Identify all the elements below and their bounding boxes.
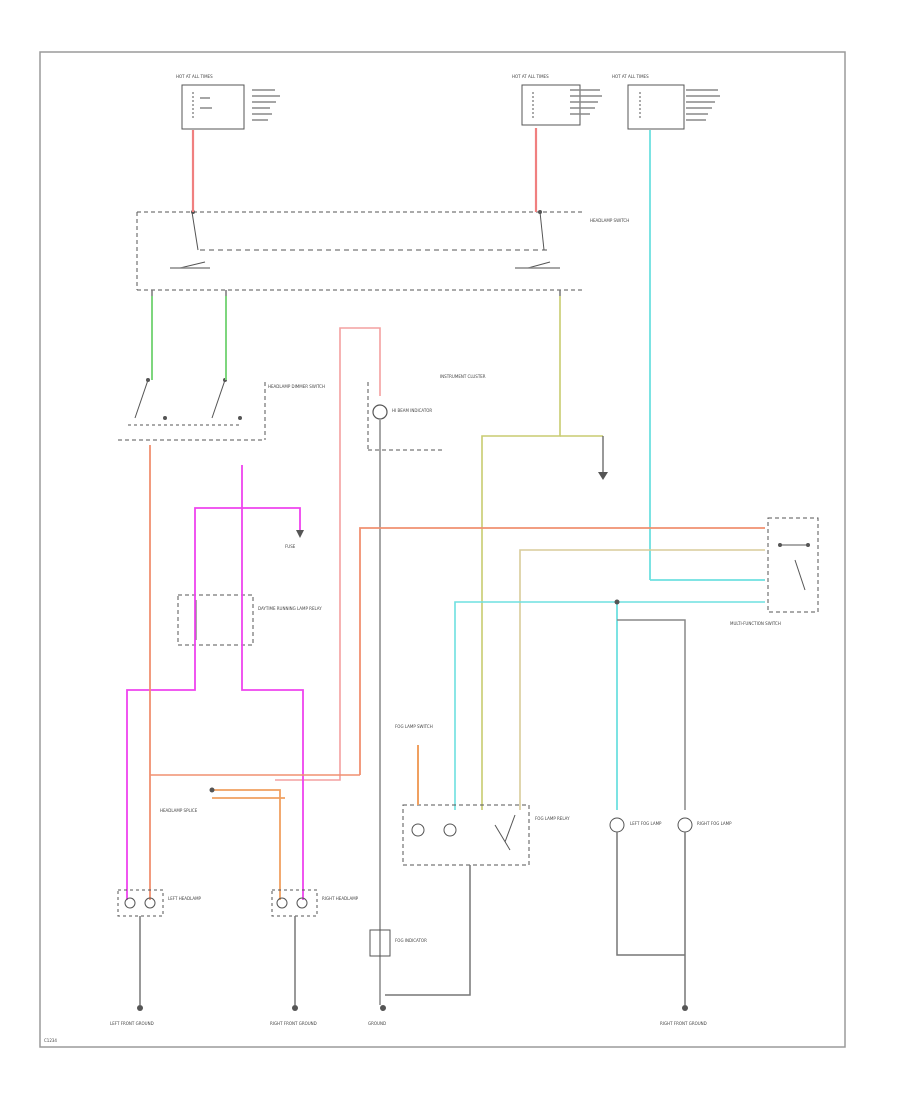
fuse-box-top-left-title: HOT AT ALL TIMES (176, 74, 213, 79)
left-headlamp-label: LEFT HEADLAMP (168, 896, 202, 901)
fuse-label: FUSE (285, 544, 296, 549)
wire-pink-left-headlamp (126, 665, 196, 900)
right-fog-lamp-label: RIGHT FOG LAMP (697, 821, 732, 826)
instrument-cluster-label: INSTRUMENT CLUSTER (440, 374, 486, 379)
wire-olive-right (481, 296, 561, 810)
fuse-box-top-mid-title: HOT AT ALL TIMES (512, 74, 549, 79)
hi-beam-indicator-bulb (372, 404, 388, 420)
ground-left: LEFT FRONT GROUND (110, 1005, 154, 1026)
instrument-cluster: INSTRUMENT CLUSTER HI BEAM INDICATOR (367, 374, 486, 451)
fog-indicator: FOG INDICATOR (369, 929, 427, 957)
wire-orange-splice-right (212, 789, 281, 900)
drl-relay-label: DAYTIME RUNNING LAMP RELAY (258, 606, 322, 611)
fog-lamp-relay-label: FOG LAMP RELAY (535, 816, 570, 821)
wire-cyan-mfs-2 (454, 601, 765, 810)
arrow-fog-feed (598, 472, 608, 480)
fuse-box-top-right-title: HOT AT ALL TIMES (612, 74, 649, 79)
left-fog-lamp: LEFT FOG LAMP (609, 817, 662, 833)
fog-lamp-switch-label: FOG LAMP SWITCH (395, 724, 433, 729)
wire-lightred-indicator (275, 327, 381, 781)
ground-far-right: RIGHT FRONT GROUND (660, 1005, 707, 1026)
hi-beam-indicator-label: HI BEAM INDICATOR (392, 408, 432, 413)
right-headlamp-label: RIGHT HEADLAMP (322, 896, 359, 901)
right-fog-lamp: RIGHT FOG LAMP (677, 817, 732, 833)
drl-relay: DAYTIME RUNNING LAMP RELAY (177, 594, 322, 646)
headlamp-splice-label: HEADLAMP SPLICE (160, 808, 198, 813)
dimmer-switch-label: HEADLAMP DIMMER SWITCH (268, 384, 325, 389)
wire-gray-fog-right (617, 619, 686, 810)
diagram-frame (39, 51, 846, 1048)
arrow-pink-feed (296, 530, 304, 538)
fuse-box-top-right: HOT AT ALL TIMES (612, 74, 720, 130)
multi-function-switch: MULTI-FUNCTION SWITCH (730, 517, 819, 626)
ground-right: RIGHT FRONT GROUND (270, 1005, 317, 1026)
headlamp-switch-label: HEADLAMP SWITCH (590, 218, 629, 223)
multi-function-switch-label: MULTI-FUNCTION SWITCH (730, 621, 781, 626)
wire-pink-right-headlamp (241, 688, 304, 900)
left-fog-lamp-label: LEFT FOG LAMP (630, 821, 662, 826)
footer-code: C1234 (44, 1038, 57, 1043)
fuse-box-top-mid: HOT AT ALL TIMES (512, 74, 602, 126)
ground-far-right-label: RIGHT FRONT GROUND (660, 1021, 707, 1026)
ground-center-label: GROUND (368, 1021, 386, 1026)
right-headlamp: RIGHT HEADLAMP (271, 889, 359, 917)
headlamp-splice: HEADLAMP SPLICE (160, 787, 215, 813)
left-headlamp: LEFT HEADLAMP (117, 889, 202, 917)
fog-indicator-label: FOG INDICATOR (395, 938, 427, 943)
wire-gray-fog-lamps-ground (616, 832, 685, 956)
ground-left-label: LEFT FRONT GROUND (110, 1021, 154, 1026)
fuse-box-top-left: HOT AT ALL TIMES (176, 74, 280, 130)
headlamp-switch: HEADLAMP SWITCH (136, 210, 629, 291)
ground-center: GROUND (368, 1005, 386, 1026)
wire-pink-upper (194, 507, 301, 665)
splice-cyan (614, 599, 620, 605)
dimmer-switch: HEADLAMP DIMMER SWITCH (118, 378, 325, 441)
wire-gray-fog-relay-ground (385, 865, 471, 996)
wire-salmon-long-to-mfs (359, 527, 765, 775)
ground-right-label: RIGHT FRONT GROUND (270, 1021, 317, 1026)
fog-lamp-relay: FOG LAMP RELAY (402, 804, 570, 866)
wire-tan-to-fog-relay (519, 549, 765, 810)
